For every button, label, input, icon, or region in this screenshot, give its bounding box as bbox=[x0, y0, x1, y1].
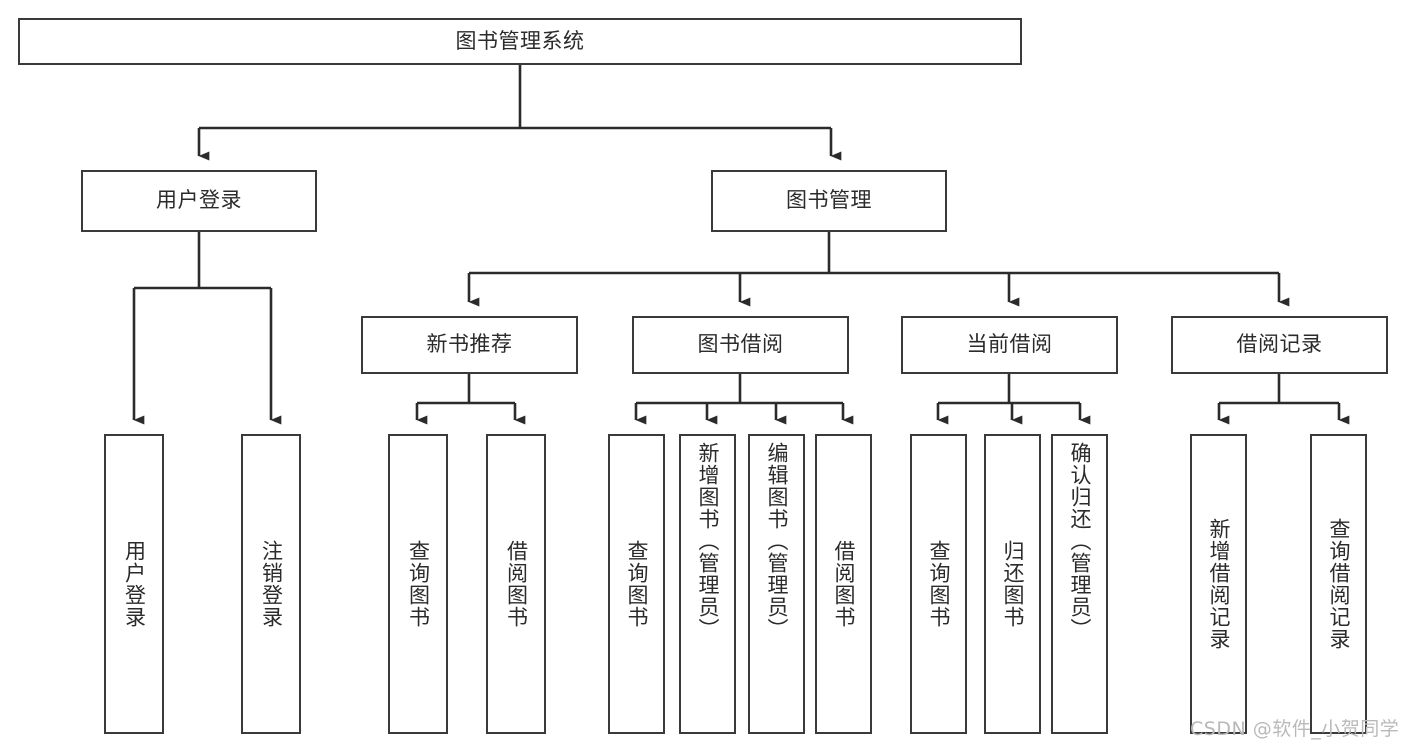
node-current-borrow-label: 当前借阅 bbox=[966, 332, 1053, 357]
leaf-return-book-label: 归还图书 bbox=[1000, 540, 1025, 628]
leaf-query-book-recommend[interactable]: 查询图书 bbox=[388, 434, 448, 734]
leaf-borrow-book-label: 借阅图书 bbox=[831, 540, 856, 628]
leaf-user-login[interactable]: 用户登录 bbox=[104, 434, 164, 734]
leaf-return-book[interactable]: 归还图书 bbox=[984, 434, 1041, 734]
node-book-borrow[interactable]: 图书借阅 bbox=[632, 316, 849, 374]
leaf-edit-book-admin-label: 编辑图书（管理员） bbox=[764, 442, 789, 640]
node-root[interactable]: 图书管理系统 bbox=[18, 18, 1022, 65]
leaf-query-borrow-record[interactable]: 查询借阅记录 bbox=[1310, 434, 1367, 734]
leaf-user-login-label: 用户登录 bbox=[122, 540, 147, 628]
leaf-confirm-return-admin[interactable]: 确认归还（管理员） bbox=[1051, 434, 1108, 734]
node-new-book-recommend-label: 新书推荐 bbox=[426, 332, 513, 357]
leaf-user-logout[interactable]: 注销登录 bbox=[241, 434, 301, 734]
leaf-query-borrow-record-label: 查询借阅记录 bbox=[1326, 518, 1351, 650]
node-current-borrow[interactable]: 当前借阅 bbox=[901, 316, 1118, 374]
leaf-query-book-current[interactable]: 查询图书 bbox=[910, 434, 967, 734]
leaf-borrow-book-recommend-label: 借阅图书 bbox=[504, 540, 529, 628]
leaf-confirm-return-admin-label: 确认归还（管理员） bbox=[1067, 442, 1092, 640]
node-user-login[interactable]: 用户登录 bbox=[81, 170, 317, 232]
leaf-borrow-book[interactable]: 借阅图书 bbox=[815, 434, 872, 734]
node-book-management-label: 图书管理 bbox=[786, 188, 872, 213]
node-borrow-record-label: 借阅记录 bbox=[1236, 332, 1323, 357]
leaf-edit-book-admin[interactable]: 编辑图书（管理员） bbox=[748, 434, 805, 734]
node-book-management[interactable]: 图书管理 bbox=[711, 170, 947, 232]
leaf-add-book-admin-label: 新增图书（管理员） bbox=[695, 442, 720, 640]
node-borrow-record[interactable]: 借阅记录 bbox=[1171, 316, 1388, 374]
leaf-add-borrow-record[interactable]: 新增借阅记录 bbox=[1190, 434, 1247, 734]
leaf-query-book-recommend-label: 查询图书 bbox=[406, 540, 431, 628]
node-new-book-recommend[interactable]: 新书推荐 bbox=[361, 316, 578, 374]
leaf-user-logout-label: 注销登录 bbox=[259, 540, 284, 628]
leaf-add-book-admin[interactable]: 新增图书（管理员） bbox=[679, 434, 736, 734]
node-root-label: 图书管理系统 bbox=[455, 28, 585, 53]
leaf-query-book-current-label: 查询图书 bbox=[926, 540, 951, 628]
leaf-query-book-borrow-label: 查询图书 bbox=[624, 540, 649, 628]
leaf-query-book-borrow[interactable]: 查询图书 bbox=[608, 434, 665, 734]
leaf-add-borrow-record-label: 新增借阅记录 bbox=[1206, 518, 1231, 650]
leaf-borrow-book-recommend[interactable]: 借阅图书 bbox=[486, 434, 546, 734]
node-book-borrow-label: 图书借阅 bbox=[697, 332, 784, 357]
node-user-login-label: 用户登录 bbox=[156, 188, 242, 213]
